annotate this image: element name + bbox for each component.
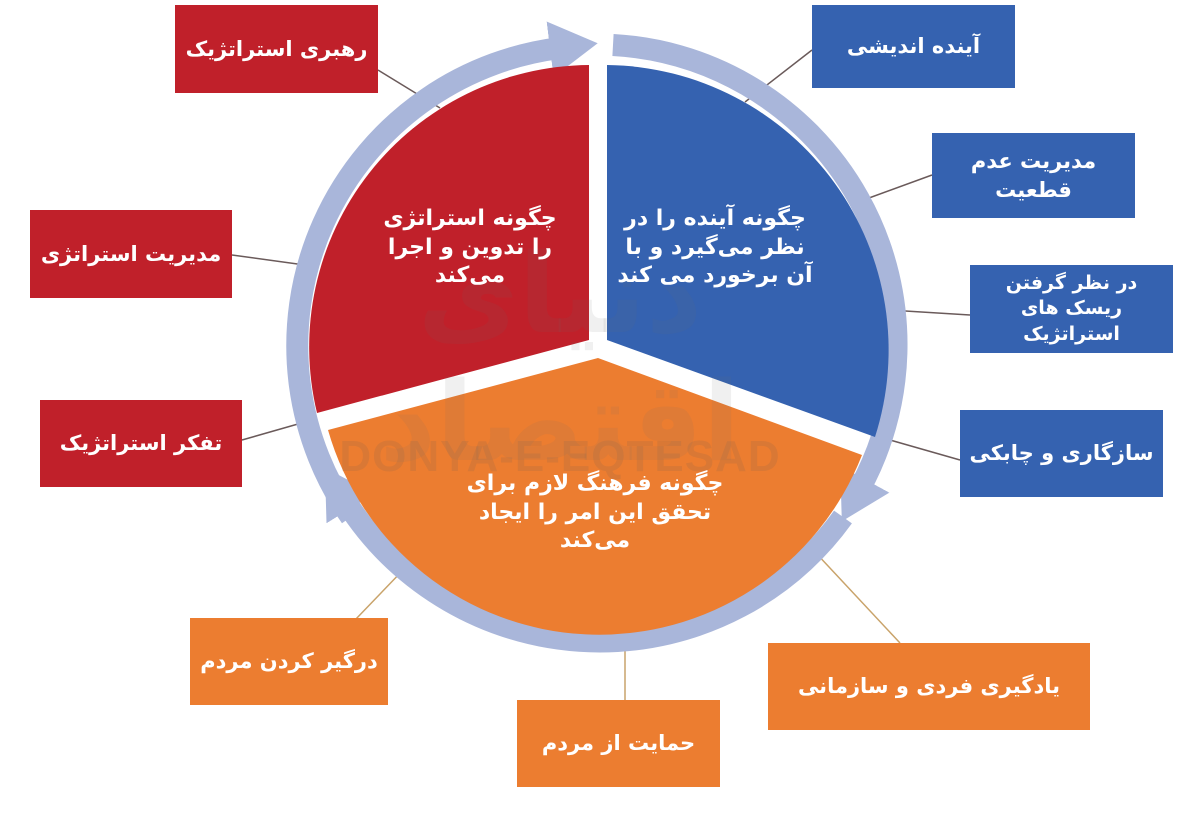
sector-red-label: چگونه استراتژی را تدوین و اجرا می‌کند (383, 206, 557, 289)
sector-red (309, 65, 589, 413)
box-learning: یادگیری فردی و سازمانی (768, 643, 1090, 730)
watermark-latin: DONYA-E-EQTESAD (339, 432, 781, 481)
ring-arrow-orange (324, 467, 852, 653)
box-supporting-people: حمایت از مردم (517, 700, 720, 787)
ring-arrow-red (286, 21, 598, 524)
box-strategy-management: مدیریت استراتژی (30, 210, 232, 298)
ring-arrow-blue (612, 34, 908, 522)
sector-orange-label: چگونه فرهنگ لازم برای تحقق این امر را ای… (466, 471, 724, 554)
box-strategic-risk: در نظر گرفتن ریسک های استراتژیک (970, 265, 1173, 353)
box-foresight: آینده اندیشی (812, 5, 1015, 88)
box-uncertainty-management: مدیریت عدم قطعیت (932, 133, 1135, 218)
sector-blue (607, 65, 889, 437)
connector-lines (231, 49, 971, 700)
watermark-persian: دنیای اقتصاد (379, 230, 741, 486)
sector-orange (328, 358, 862, 635)
box-strategic-thinking: تفکر استراتژیک (40, 400, 242, 487)
box-strategic-leadership: رهبری استراتژیک (175, 5, 378, 93)
sector-blue-label: چگونه آینده را در نظر می‌گیرد و با آن بر… (617, 206, 813, 289)
box-engaging-people: درگیر کردن مردم (190, 618, 388, 705)
box-agility: سازگاری و چابکی (960, 410, 1163, 497)
